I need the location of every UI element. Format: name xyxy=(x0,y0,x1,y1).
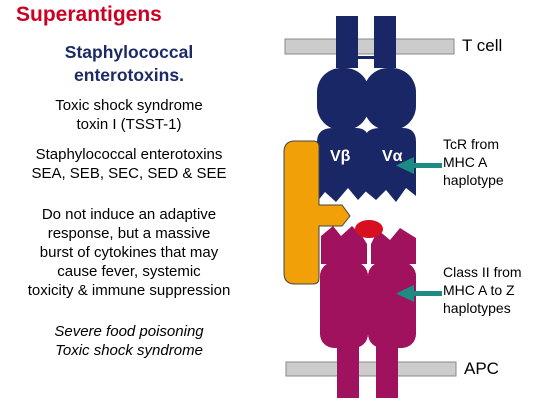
tcr-beta-variable xyxy=(317,128,369,202)
tcr-arrow xyxy=(396,157,442,174)
tsst-line: toxin I (TSST-1) xyxy=(76,116,182,133)
tcr-beta-stalk xyxy=(336,16,358,68)
effects-line: cause fever, systemic xyxy=(57,263,201,280)
effects-paragraph: Do not induce an adaptive response, but … xyxy=(0,205,258,300)
diseases-line: Severe food poisoning xyxy=(54,323,204,340)
t-cell-label: T cell xyxy=(462,36,503,55)
apc-label: APC xyxy=(464,359,499,378)
subtitle-line: enterotoxins. xyxy=(74,65,184,85)
class-ii-label-line: MHC A to Z xyxy=(443,282,515,298)
mhc-alpha-domain xyxy=(368,262,416,348)
tcr-beta-constant xyxy=(317,68,369,130)
slide-title: Superantigens xyxy=(16,3,162,26)
diseases-line: Toxic shock syndrome xyxy=(55,342,203,359)
mhc-alpha-stalk xyxy=(376,345,398,398)
effects-line: toxicity & immune suppression xyxy=(27,282,231,299)
v-beta-label: Vβ xyxy=(330,148,351,165)
v-alpha-label: Vα xyxy=(382,148,403,165)
class-ii-label-line: Class II from xyxy=(443,264,522,280)
mhc-class-ii-molecule xyxy=(320,226,416,398)
effects-line: response, but a massive xyxy=(47,225,211,242)
subtitle-line: Staphylococcal xyxy=(64,42,194,62)
enterotoxins-line: SEA, SEB, SEC, SED & SEE xyxy=(31,165,227,182)
class-ii-label-line: haplotypes xyxy=(443,300,511,316)
effects-line: Do not induce an adaptive xyxy=(41,206,217,223)
enterotoxins-line: Staphylococcal enterotoxins xyxy=(35,146,223,163)
tcr-link xyxy=(358,56,374,59)
apc-membrane xyxy=(285,361,457,377)
mhc-beta-peptide-domain xyxy=(321,226,367,264)
tcr-label-line: TcR from xyxy=(443,136,499,152)
tcr-alpha-stalk xyxy=(374,16,396,68)
tcr-label-line: MHC A xyxy=(443,154,488,170)
subtitle: Staphylococcal enterotoxins. xyxy=(0,41,258,87)
tcr-alpha-constant xyxy=(364,68,416,130)
superantigen xyxy=(283,140,351,285)
class-ii-arrow xyxy=(396,285,442,302)
t-cell-membrane xyxy=(284,38,455,55)
mhc-alpha-peptide-domain xyxy=(371,228,416,264)
mhc-beta-domain xyxy=(320,262,368,348)
mhc-beta-stalk xyxy=(337,345,359,398)
tcr-molecule xyxy=(317,16,416,202)
tcr-alpha-variable xyxy=(364,128,416,202)
tsst-line: Toxic shock syndrome xyxy=(55,97,203,114)
enterotoxins-paragraph: Staphylococcal enterotoxins SEA, SEB, SE… xyxy=(0,145,258,183)
tcr-label: TcR from MHC A haplotype xyxy=(443,135,504,189)
class-ii-label: Class II from MHC A to Z haplotypes xyxy=(443,263,522,317)
peptide xyxy=(355,220,383,238)
tcr-label-line: haplotype xyxy=(443,172,504,188)
tsst-paragraph: Toxic shock syndrome toxin I (TSST-1) xyxy=(0,96,258,134)
diseases-paragraph: Severe food poisoning Toxic shock syndro… xyxy=(0,322,258,360)
effects-line: burst of cytokines that may xyxy=(39,244,219,261)
